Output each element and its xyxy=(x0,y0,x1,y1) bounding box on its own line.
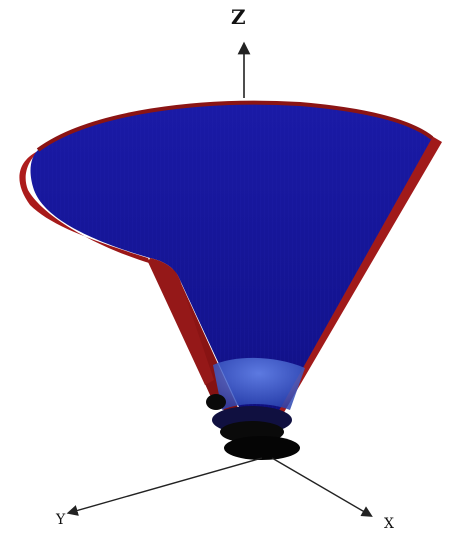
cone-radial-texture xyxy=(30,102,433,448)
cone-rim-edge xyxy=(36,100,434,152)
y-axis-line xyxy=(66,457,263,516)
cone-apex-shadow-left xyxy=(206,394,226,410)
z-axis-label: Z xyxy=(231,5,246,29)
cone-shell-fold xyxy=(148,258,214,385)
cone-lower-band xyxy=(213,357,305,410)
x-axis-line xyxy=(271,457,373,517)
cone-apex-base xyxy=(224,436,300,460)
y-axis-label: Y xyxy=(55,512,66,528)
x-axis-label: X xyxy=(384,516,394,532)
